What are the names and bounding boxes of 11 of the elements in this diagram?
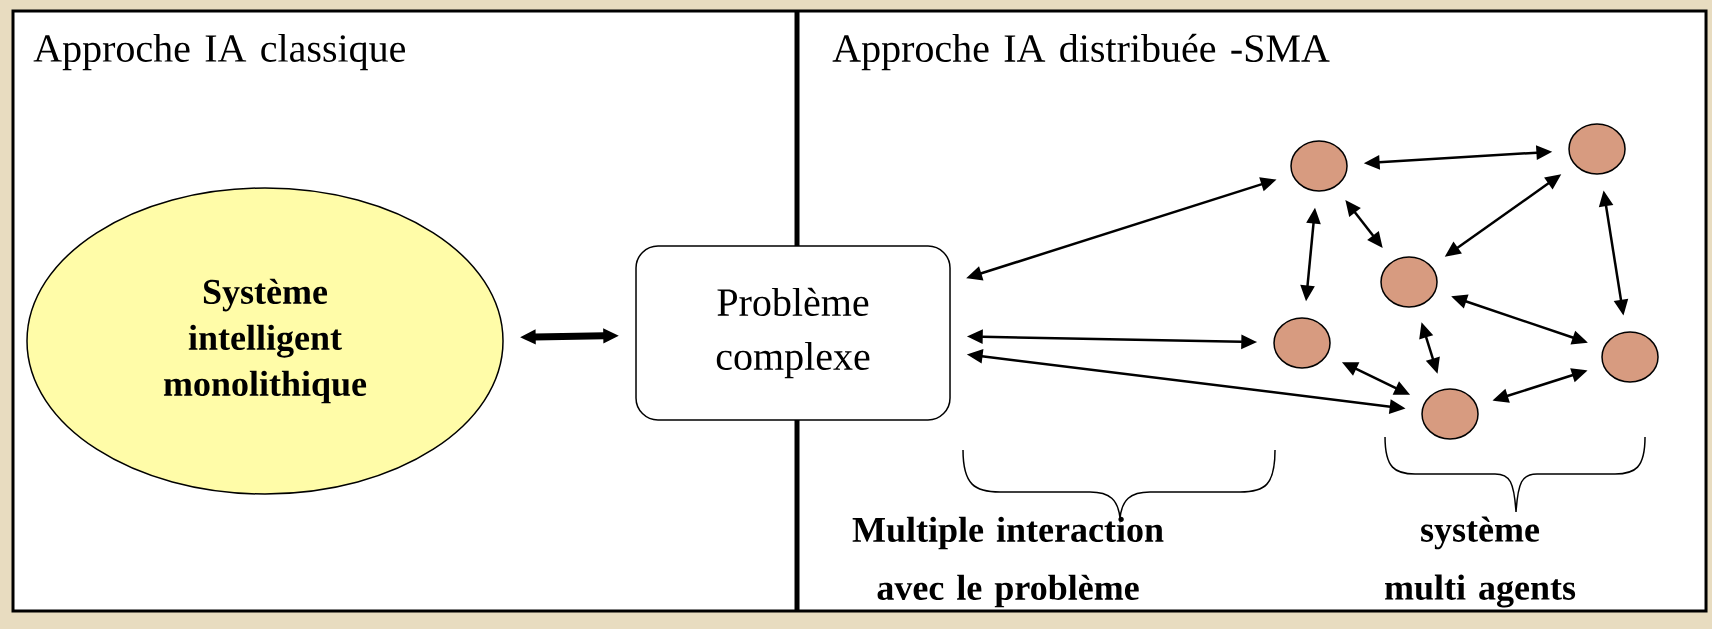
agent-circle [1421, 388, 1479, 440]
agent-circle [1290, 140, 1348, 192]
agent-circle [1273, 317, 1331, 369]
agent-circle [1568, 123, 1626, 175]
caption: Multiple interaction avec le problème [852, 516, 1164, 608]
process-box: Problème complexe [635, 245, 951, 421]
heading: Approche IA classique [33, 33, 405, 71]
caption: système multi agents [1385, 516, 1576, 608]
agent-circle [1380, 256, 1438, 308]
agent-circle [1601, 331, 1659, 383]
heading: Approche IA distribuée -SMA [832, 33, 1330, 71]
